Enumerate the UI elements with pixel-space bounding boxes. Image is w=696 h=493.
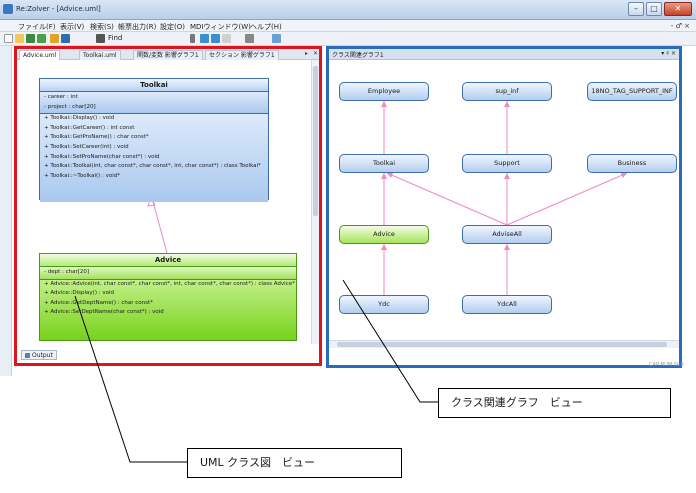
open-folder-icon[interactable] [15,34,24,43]
window-title: Re:Zolver - [Advice.uml] [16,5,101,13]
operation: + Toolkai::SetProName(char const*) : voi… [44,153,160,160]
operation: + Toolkai::~Toolkai() : void* [44,172,121,179]
binoculars-icon[interactable] [96,34,105,43]
output-icon [25,353,30,358]
tab-toolkai-uml[interactable]: Toolkai.uml [79,50,121,60]
attribute: - project : char[20] [44,103,96,110]
maximize-button[interactable]: □ [646,2,662,16]
uml-class-diagram-view: Advice.uml Toolkai.uml 関数/変数 影響グラフ1 セクショ… [14,46,322,366]
leader-graph-view [342,279,438,403]
graph-horizontal-scrollbar[interactable] [329,340,679,348]
operation: + Advice::GetDeptName() : char const* [44,299,153,306]
tab-scroll-icon[interactable]: ▸ [305,50,309,57]
uml-class-toolkai[interactable]: Toolkai - career : int - project : char[… [39,78,269,203]
minimize-button[interactable]: – [628,2,644,16]
operation: + Advice::Display() : void [44,290,114,297]
operation: + Advice::SetDeptName(char const*) : voi… [44,309,164,316]
generalization-line [151,197,168,254]
class-name: Advice [40,254,296,267]
node-ydcall[interactable]: YdcAll [462,295,552,314]
node-toolkai[interactable]: Toolkai [339,154,429,173]
tab-function-variable-impact-graph[interactable]: 関数/変数 影響グラフ1 [133,50,203,60]
class-name: Toolkai [40,79,268,92]
save-all-icon[interactable] [37,34,46,43]
help-icon[interactable] [61,34,70,43]
edge-adviseall-toolkai [386,172,508,226]
menu-file[interactable]: ファイル(F) [18,23,56,31]
class-attributes: - career : int - project : char[20] [40,92,268,115]
toolbar: Find [0,32,696,46]
callout-uml-view: UML クラス図 ビュー [187,448,402,478]
close-button[interactable]: ✕ [664,2,692,16]
settings-icon[interactable] [50,34,59,43]
uml-canvas[interactable]: Toolkai - career : int - project : char[… [17,60,311,344]
find-label[interactable]: Find [108,34,123,42]
attribute: - dept : char[20] [44,269,90,275]
uml-class-advice[interactable]: Advice - dept : char[20] + Advice::Advic… [39,253,297,341]
operation: + Toolkai::GetProName() : char const* [44,134,149,141]
operation: + Toolkai::GetCareer() : int const [44,124,135,131]
new-file-icon[interactable] [4,34,13,43]
node-adviseall[interactable]: AdviseAll [462,225,552,244]
operation: + Toolkai::Toolkai(int, char const*, cha… [44,163,261,170]
operation: + Advice::Advice(int, char const*, char … [44,280,295,287]
node-business[interactable]: Business [587,154,677,173]
print-icon[interactable] [245,34,254,43]
graph-edges [381,101,628,295]
callout-graph-view: クラス関連グラフ ビュー [438,388,671,418]
attribute: - career : int [44,94,78,100]
menu-bar: ファイル(F) 表示(V) 検索(S) 帳票出力(R) 設定(O) MDIウィン… [0,20,696,32]
find-dropdown-icon[interactable] [190,34,195,43]
leader-uml-view [74,295,187,463]
menu-settings[interactable]: 設定(O) [160,23,185,31]
output-label: Output [32,352,53,359]
status-indicators: CAP NUM SCR [649,362,684,368]
node-sup-inf[interactable]: sup_inf [462,82,552,101]
graph-view-header: クラス関連グラフ1 ▾ ♯ × [329,49,679,60]
scrollbar-thumb[interactable] [337,342,667,347]
redo-icon[interactable] [211,34,220,43]
document-tab-bar: Advice.uml Toolkai.uml 関数/変数 影響グラフ1 セクショ… [17,49,319,60]
node-advice[interactable]: Advice [339,225,429,244]
output-tab[interactable]: Output [21,350,57,360]
node-support[interactable]: Support [462,154,552,173]
class-attributes: - dept : char[20] [40,267,296,280]
font-icon[interactable] [222,34,231,43]
menu-help[interactable]: ヘルプ(H) [250,23,282,31]
mdi-window-controls[interactable]: - ♂ × [670,22,690,30]
undo-icon[interactable] [200,34,209,43]
operation: + Toolkai::SetCareer(int) : void [44,143,129,150]
menu-view[interactable]: 表示(V) [60,23,85,31]
menu-search[interactable]: 検索(S) [90,23,114,31]
save-icon[interactable] [26,34,35,43]
tab-close-icon[interactable]: ✕ [313,50,319,57]
graph-view-controls[interactable]: ▾ ♯ × [661,50,676,57]
node-employee[interactable]: Employee [339,82,429,101]
operation: + Toolkai::Display() : void [44,115,115,122]
tab-advice-uml[interactable]: Advice.uml [19,50,61,60]
class-operations: + Advice::Advice(int, char const*, char … [40,279,296,340]
class-operations: + Toolkai::Display() : void + Toolkai::G… [40,114,268,203]
uml-vertical-scrollbar[interactable] [311,60,319,344]
app-icon [3,4,13,14]
graph-view-title: クラス関連グラフ1 [332,52,384,59]
title-bar: Re:Zolver - [Advice.uml] – □ ✕ [0,0,696,20]
edge-adviseall-business [506,172,628,226]
menu-mdi-window[interactable]: MDIウィンドウ(W) [190,23,251,31]
menu-report[interactable]: 帳票出力(R) [118,23,157,31]
left-dock-bar [0,46,12,376]
report-icon[interactable] [272,34,281,43]
node-18no-tag-support-inf[interactable]: 18NO_TAG_SUPPORT_INF [587,82,677,101]
tab-section-impact-graph[interactable]: セクション 影響グラフ1 [205,50,279,60]
scrollbar-thumb[interactable] [313,66,318,216]
